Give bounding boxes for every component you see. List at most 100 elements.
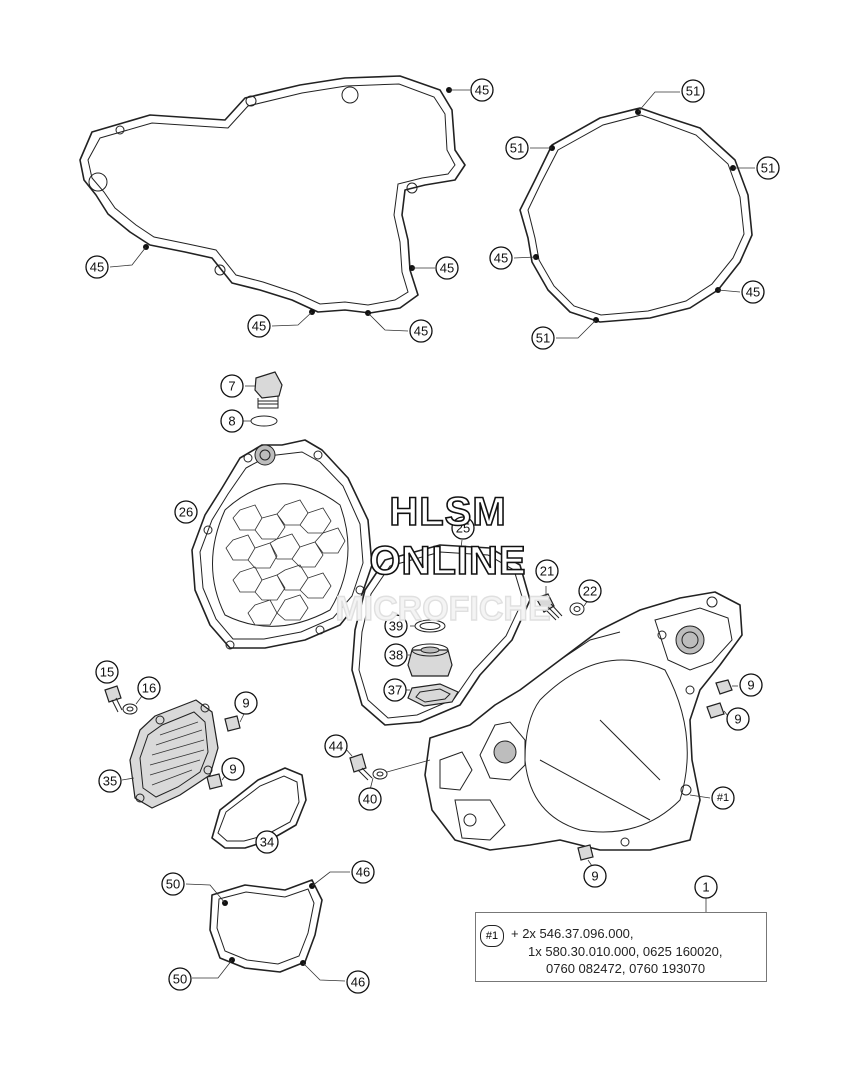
- outer-clutch-cover: [191, 439, 373, 649]
- svg-text:9: 9: [242, 696, 249, 711]
- svg-text:40: 40: [363, 792, 377, 807]
- svg-text:21: 21: [540, 564, 554, 579]
- seal-39: [410, 619, 446, 633]
- washer-16: [122, 695, 143, 715]
- callout-9-case-bottom: 9: [583, 864, 607, 888]
- svg-text:45: 45: [252, 319, 266, 334]
- svg-text:39: 39: [389, 619, 403, 634]
- callout-9-case-top: 9: [739, 673, 763, 697]
- callout-7: 7: [220, 374, 244, 398]
- svg-text:25: 25: [456, 521, 470, 536]
- svg-text:9: 9: [747, 678, 754, 693]
- watermark: HLSM ONLINE MICROFICHE: [335, 489, 552, 629]
- svg-text:44: 44: [329, 739, 343, 754]
- bearing-38: [407, 643, 453, 677]
- callout-9-pump-bottom: 9: [221, 757, 245, 781]
- callout-15: 15: [95, 660, 119, 684]
- leader-lines-top-left: [109, 89, 470, 332]
- callout-46-bottom: 46: [346, 970, 370, 994]
- callout-51-right: 51: [756, 156, 780, 180]
- washer-40: [369, 759, 431, 791]
- pump-gasket-dots: [185, 871, 350, 982]
- gasket-dots: [143, 87, 452, 316]
- svg-text:45: 45: [440, 261, 454, 276]
- callout-25: 25: [451, 516, 475, 540]
- callout-39: 39: [384, 614, 408, 638]
- callout-51-top: 51: [681, 79, 705, 103]
- screw-21: [535, 586, 563, 621]
- svg-text:22: 22: [583, 584, 597, 599]
- note-line: 0760 082472, 0760 193070: [546, 961, 706, 976]
- screw-15: [104, 685, 123, 713]
- dowel-pins: [206, 679, 738, 867]
- svg-text:51: 51: [686, 84, 700, 99]
- o-ring: [243, 415, 278, 427]
- note-line: + 2x 546.37.096.000,: [511, 926, 634, 941]
- svg-text:51: 51: [761, 161, 775, 176]
- svg-text:9: 9: [229, 762, 236, 777]
- callout-50-top: 50: [161, 872, 185, 896]
- filler-plug: [245, 371, 283, 409]
- callout-37: 37: [383, 678, 407, 702]
- callout-50-bottom: 50: [168, 967, 192, 991]
- callout-35: 35: [98, 769, 122, 793]
- cover-honeycomb-mesh: [225, 499, 346, 626]
- callout-44: 44: [324, 734, 348, 758]
- callout-51-left: 51: [505, 136, 529, 160]
- note-reference-badge: #1: [480, 925, 504, 947]
- svg-text:16: 16: [142, 681, 156, 696]
- callout-45-top: 45: [470, 78, 494, 102]
- svg-text:51: 51: [536, 331, 550, 346]
- svg-text:37: 37: [388, 683, 402, 698]
- callout-22: 22: [578, 579, 602, 603]
- callout-51-bottom: 51: [531, 326, 555, 350]
- parts-note-box: [475, 912, 767, 982]
- callout-45-left: 45: [85, 255, 109, 279]
- svg-text:45: 45: [414, 324, 428, 339]
- cover-bolt-bosses: [203, 450, 365, 650]
- svg-text:9: 9: [591, 869, 598, 884]
- svg-text:26: 26: [179, 505, 193, 520]
- callout-45-bottom-left: 45: [247, 314, 271, 338]
- watermark-line-1: HLSM: [389, 490, 506, 534]
- callout-26: 26: [174, 500, 198, 524]
- callout-16: 16: [137, 676, 161, 700]
- callout-45-clutch-right: 45: [741, 280, 765, 304]
- callout-34: 34: [255, 830, 279, 854]
- svg-text:34: 34: [260, 835, 274, 850]
- watermark-line-3: MICROFICHE: [335, 590, 550, 628]
- callout-8: 8: [220, 409, 244, 433]
- watermark-line-2: ONLINE: [369, 539, 526, 583]
- callout-1: 1: [694, 875, 718, 899]
- svg-text:46: 46: [356, 865, 370, 880]
- svg-text:#1: #1: [717, 792, 729, 804]
- svg-text:45: 45: [494, 251, 508, 266]
- callout-9-case-mid: 9: [726, 707, 750, 731]
- svg-text:1: 1: [702, 880, 709, 895]
- callouts: 45 45 45 45 45 45 45 51 51 51 51 7 8 26 …: [85, 78, 780, 994]
- callout-38: 38: [384, 643, 408, 667]
- svg-text:9: 9: [734, 712, 741, 727]
- callout-9-pump-top: 9: [234, 691, 258, 715]
- callout-46-top: 46: [351, 860, 375, 884]
- crankcase-half: [424, 591, 743, 851]
- svg-text:45: 45: [90, 260, 104, 275]
- clutch-cover-gasket: [519, 107, 753, 323]
- svg-text:51: 51: [510, 141, 524, 156]
- screw-44: [344, 747, 373, 781]
- svg-text:15: 15: [100, 665, 114, 680]
- svg-text:45: 45: [475, 83, 489, 98]
- note-line: 1x 580.30.010.000, 0625 160020,: [528, 944, 723, 959]
- callout-21: 21: [535, 559, 559, 583]
- callout-40: 40: [358, 787, 382, 811]
- pump-seal-gasket: [209, 879, 323, 973]
- svg-text:8: 8: [228, 414, 235, 429]
- callout-45-mid-right: 45: [435, 256, 459, 280]
- water-pump-cover: [121, 699, 219, 809]
- clutch-gasket-dots: [513, 91, 755, 339]
- callout-ref-1: #1: [711, 786, 735, 810]
- plate-37: [406, 683, 459, 707]
- washer-22: [569, 599, 589, 616]
- svg-text:38: 38: [389, 648, 403, 663]
